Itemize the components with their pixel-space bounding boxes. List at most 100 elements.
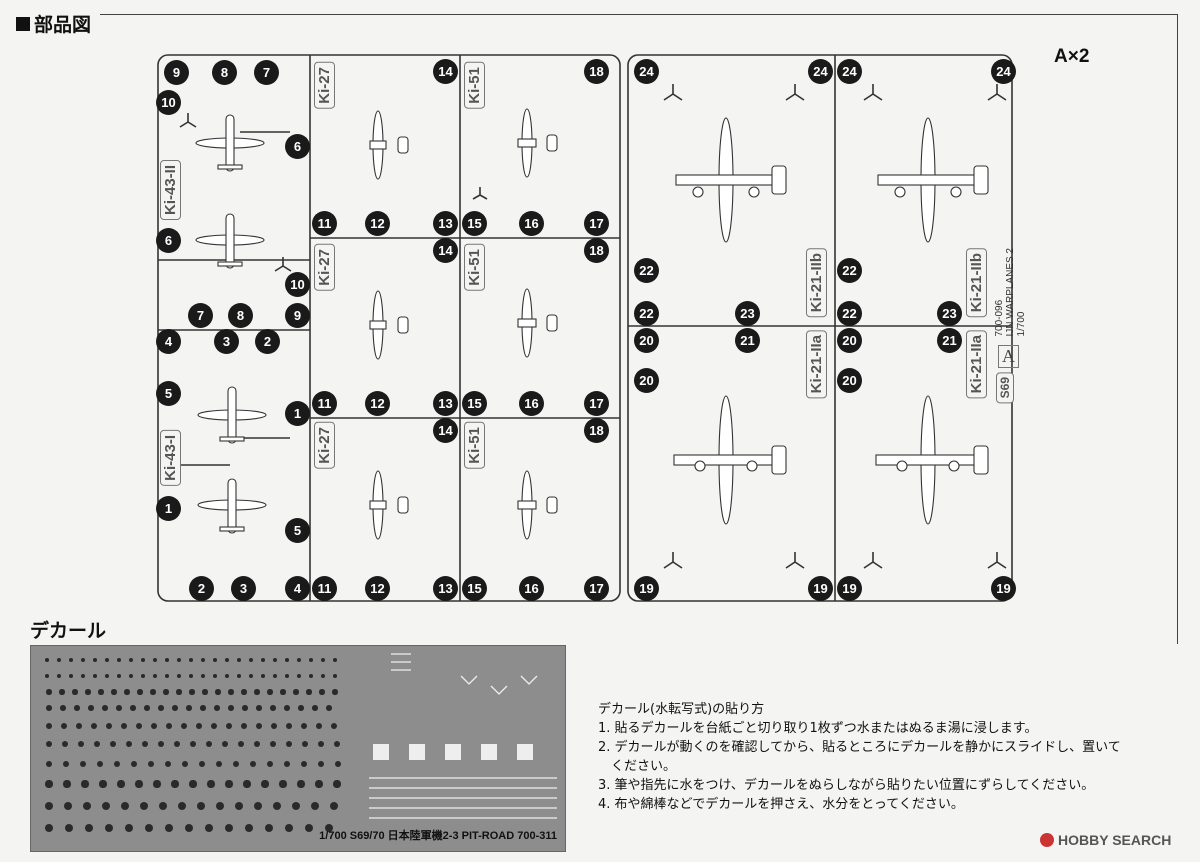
decal-roundel xyxy=(64,823,74,833)
decal-roundel xyxy=(62,760,70,768)
sprue-count-label: A×2 xyxy=(1054,46,1090,67)
decal-roundel xyxy=(45,760,53,768)
instruction-step-2-cont: ください。 xyxy=(598,759,677,774)
sprue-label-ki21-iia-b: Ki-21-IIa xyxy=(966,330,987,399)
part-callout: 16 xyxy=(519,576,544,601)
part-callout: 24 xyxy=(991,59,1016,84)
propeller-icon xyxy=(472,187,488,200)
propeller-icon xyxy=(785,84,805,101)
decal-roundel xyxy=(144,705,150,711)
decal-roundel xyxy=(317,740,325,748)
instruction-step-1: 1. 貼るデカールを台紙ごと切り取り1枚ずつ水またはぬるま湯に浸します。 xyxy=(598,721,1038,736)
frame-top-line xyxy=(100,14,1178,15)
decal-roundel xyxy=(232,760,240,768)
part-callout: 24 xyxy=(808,59,833,84)
decal-roundel xyxy=(254,689,260,695)
propeller-icon xyxy=(785,552,805,569)
decal-roundel xyxy=(157,740,165,748)
sprue-letter: A xyxy=(998,345,1019,368)
decal-roundel xyxy=(189,689,195,695)
part-callout: 16 xyxy=(519,211,544,236)
decal-roundel xyxy=(79,760,87,768)
decal-roundel xyxy=(91,723,97,729)
decal-roundel xyxy=(80,673,86,679)
decal-roundel xyxy=(121,802,129,810)
decal-roundel xyxy=(135,780,143,788)
decal-roundel xyxy=(152,673,158,679)
decal-roundel xyxy=(242,705,248,711)
decal-roundel xyxy=(176,657,182,663)
decal-roundel xyxy=(181,760,189,768)
propeller-icon xyxy=(863,552,883,569)
decal-roundel xyxy=(236,657,242,663)
part-callout: 24 xyxy=(837,59,862,84)
decal-roundel xyxy=(333,740,341,748)
decal-roundel xyxy=(297,780,305,788)
part-callout: 11 xyxy=(312,211,337,236)
decal-roundel xyxy=(44,823,54,833)
part-callout: 11 xyxy=(312,576,337,601)
part-callout: 8 xyxy=(228,303,253,328)
part-callout: 18 xyxy=(584,418,609,443)
sprue-label-ki21-iia-a: Ki-21-IIa xyxy=(806,330,827,399)
part-callout: 15 xyxy=(462,391,487,416)
decal-roundel xyxy=(76,723,82,729)
decal-roundel xyxy=(88,705,94,711)
decal-roundel xyxy=(46,723,52,729)
decal-block xyxy=(373,744,389,760)
decal-roundel xyxy=(85,689,91,695)
decal-roundel xyxy=(197,802,205,810)
propeller-icon xyxy=(987,552,1007,569)
decal-roundel xyxy=(164,673,170,679)
sprue-label-ki21-iib-b: Ki-21-IIb xyxy=(966,248,987,318)
decal-roundel xyxy=(253,740,261,748)
part-callout: 17 xyxy=(584,391,609,416)
decal-markings xyxy=(369,653,557,819)
plane-ki21-iia-b xyxy=(875,395,989,525)
decal-roundel xyxy=(200,705,206,711)
plane-ki21-iib-b xyxy=(877,117,989,243)
decal-roundel xyxy=(292,802,300,810)
heading-square-icon xyxy=(16,16,30,31)
decal-roundel xyxy=(225,780,233,788)
part-callout: 11 xyxy=(312,391,337,416)
decal-roundel xyxy=(315,780,323,788)
decal-mark xyxy=(391,653,411,671)
decal-roundel xyxy=(84,823,94,833)
decal-roundel xyxy=(96,760,104,768)
parts-heading: 部品図 xyxy=(16,10,91,37)
decal-roundel xyxy=(171,780,179,788)
decal-roundel xyxy=(80,657,86,663)
plane-ki43-bottom-a xyxy=(197,386,267,444)
decal-roundel xyxy=(205,740,213,748)
decal-roundel xyxy=(311,802,319,810)
decal-roundel xyxy=(92,657,98,663)
instruction-step-2: 2. デカールが動くのを確認してから、貼るところにデカールを静かにスライドし、置… xyxy=(598,740,1121,755)
sprue-label-ki51-c: Ki-51 xyxy=(464,422,485,469)
decal-roundel xyxy=(106,723,112,729)
decal-roundel xyxy=(301,740,309,748)
part-callout: 1 xyxy=(285,401,310,426)
decal-roundel xyxy=(176,673,182,679)
sprue-label-ki43-ii: Ki-43-II xyxy=(160,160,181,221)
decal-roundel xyxy=(164,823,174,833)
part-callout: 12 xyxy=(365,576,390,601)
part-callout: 3 xyxy=(231,576,256,601)
decal-roundel xyxy=(319,689,325,695)
decal-roundel xyxy=(189,740,197,748)
part-callout: 17 xyxy=(584,211,609,236)
part-callout: 20 xyxy=(837,328,862,353)
part-callout: 13 xyxy=(433,211,458,236)
decal-roundel xyxy=(333,780,341,788)
decal-roundel xyxy=(92,673,98,679)
decal-roundel xyxy=(128,673,134,679)
decal-roundel xyxy=(173,740,181,748)
decal-roundel xyxy=(249,760,257,768)
decal-roundel xyxy=(64,802,72,810)
decal-roundel xyxy=(102,705,108,711)
decal-roundel xyxy=(113,760,121,768)
plane-ki27-a xyxy=(369,110,409,180)
part-callout: 20 xyxy=(634,368,659,393)
decal-roundel xyxy=(104,823,114,833)
decal-roundel xyxy=(63,780,71,788)
